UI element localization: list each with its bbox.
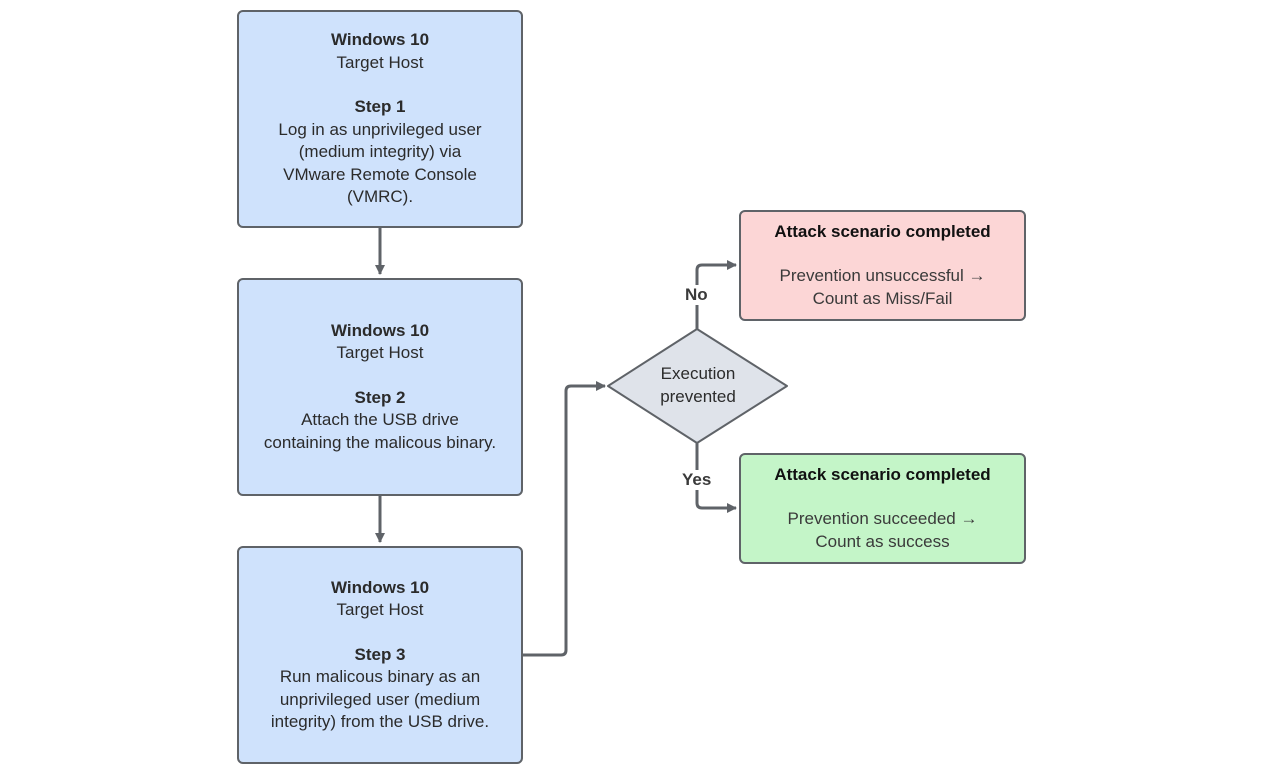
outcome-fail-text: Count as Miss/Fail <box>812 288 953 308</box>
step-1-box: Windows 10 Target Host Step 1 Log in as … <box>237 10 523 228</box>
step-1-role: Target Host <box>336 52 424 72</box>
arrow-no-to-fail <box>695 260 737 329</box>
step-1-text: (medium integrity) via <box>298 142 462 162</box>
step-3-text: unprivileged user (medium <box>279 689 481 709</box>
step-2-host: Windows 10 <box>330 320 430 340</box>
outcome-success-text: Count as success <box>815 531 950 551</box>
outcome-fail-box: Attack scenario completed Prevention uns… <box>739 210 1026 321</box>
step-3-text: Run malicous binary as an <box>279 667 481 686</box>
step-3-title: Step 3 <box>354 644 406 664</box>
step-2-box: Windows 10 Target Host Step 2 Attach the… <box>237 278 523 496</box>
edge-label-no: No <box>685 285 708 305</box>
step-3-role: Target Host <box>336 600 424 619</box>
decision-text: prevented <box>660 386 736 406</box>
step-2-title: Step 2 <box>354 387 406 407</box>
step-1-text: VMware Remote Console <box>283 164 477 184</box>
step-3-box: Windows 10 Target Host Step 3 Run malico… <box>237 546 523 764</box>
step-2-text: containing the malicous binary. <box>263 432 497 452</box>
decision-text: Execution <box>660 364 736 383</box>
step-1-title: Step 1 <box>354 97 406 117</box>
outcome-fail-title: Attack scenario completed <box>774 221 991 241</box>
edge-label-yes: Yes <box>682 470 712 490</box>
step-2-text: Attach the USB drive <box>301 410 459 430</box>
arrow-step3-to-decision <box>523 381 606 657</box>
outcome-success-title: Attack scenario completed <box>774 464 991 484</box>
outcome-success-box: Attack scenario completed Prevention suc… <box>739 453 1026 564</box>
step-3-text: integrity) from the USB drive. <box>270 712 490 731</box>
step-1-text: Log in as unprivileged user <box>278 119 482 139</box>
step-1-text: (VMRC). <box>346 187 414 207</box>
outcome-fail-text: Prevention unsuccessful → <box>779 266 986 286</box>
arrow-yes-to-success <box>695 443 737 513</box>
step-1-host: Windows 10 <box>330 30 430 50</box>
decision-label: Execution prevented <box>608 363 788 408</box>
step-3-host: Windows 10 <box>330 577 430 597</box>
step-2-role: Target Host <box>336 343 424 363</box>
outcome-success-text: Prevention succeeded → <box>787 509 978 529</box>
